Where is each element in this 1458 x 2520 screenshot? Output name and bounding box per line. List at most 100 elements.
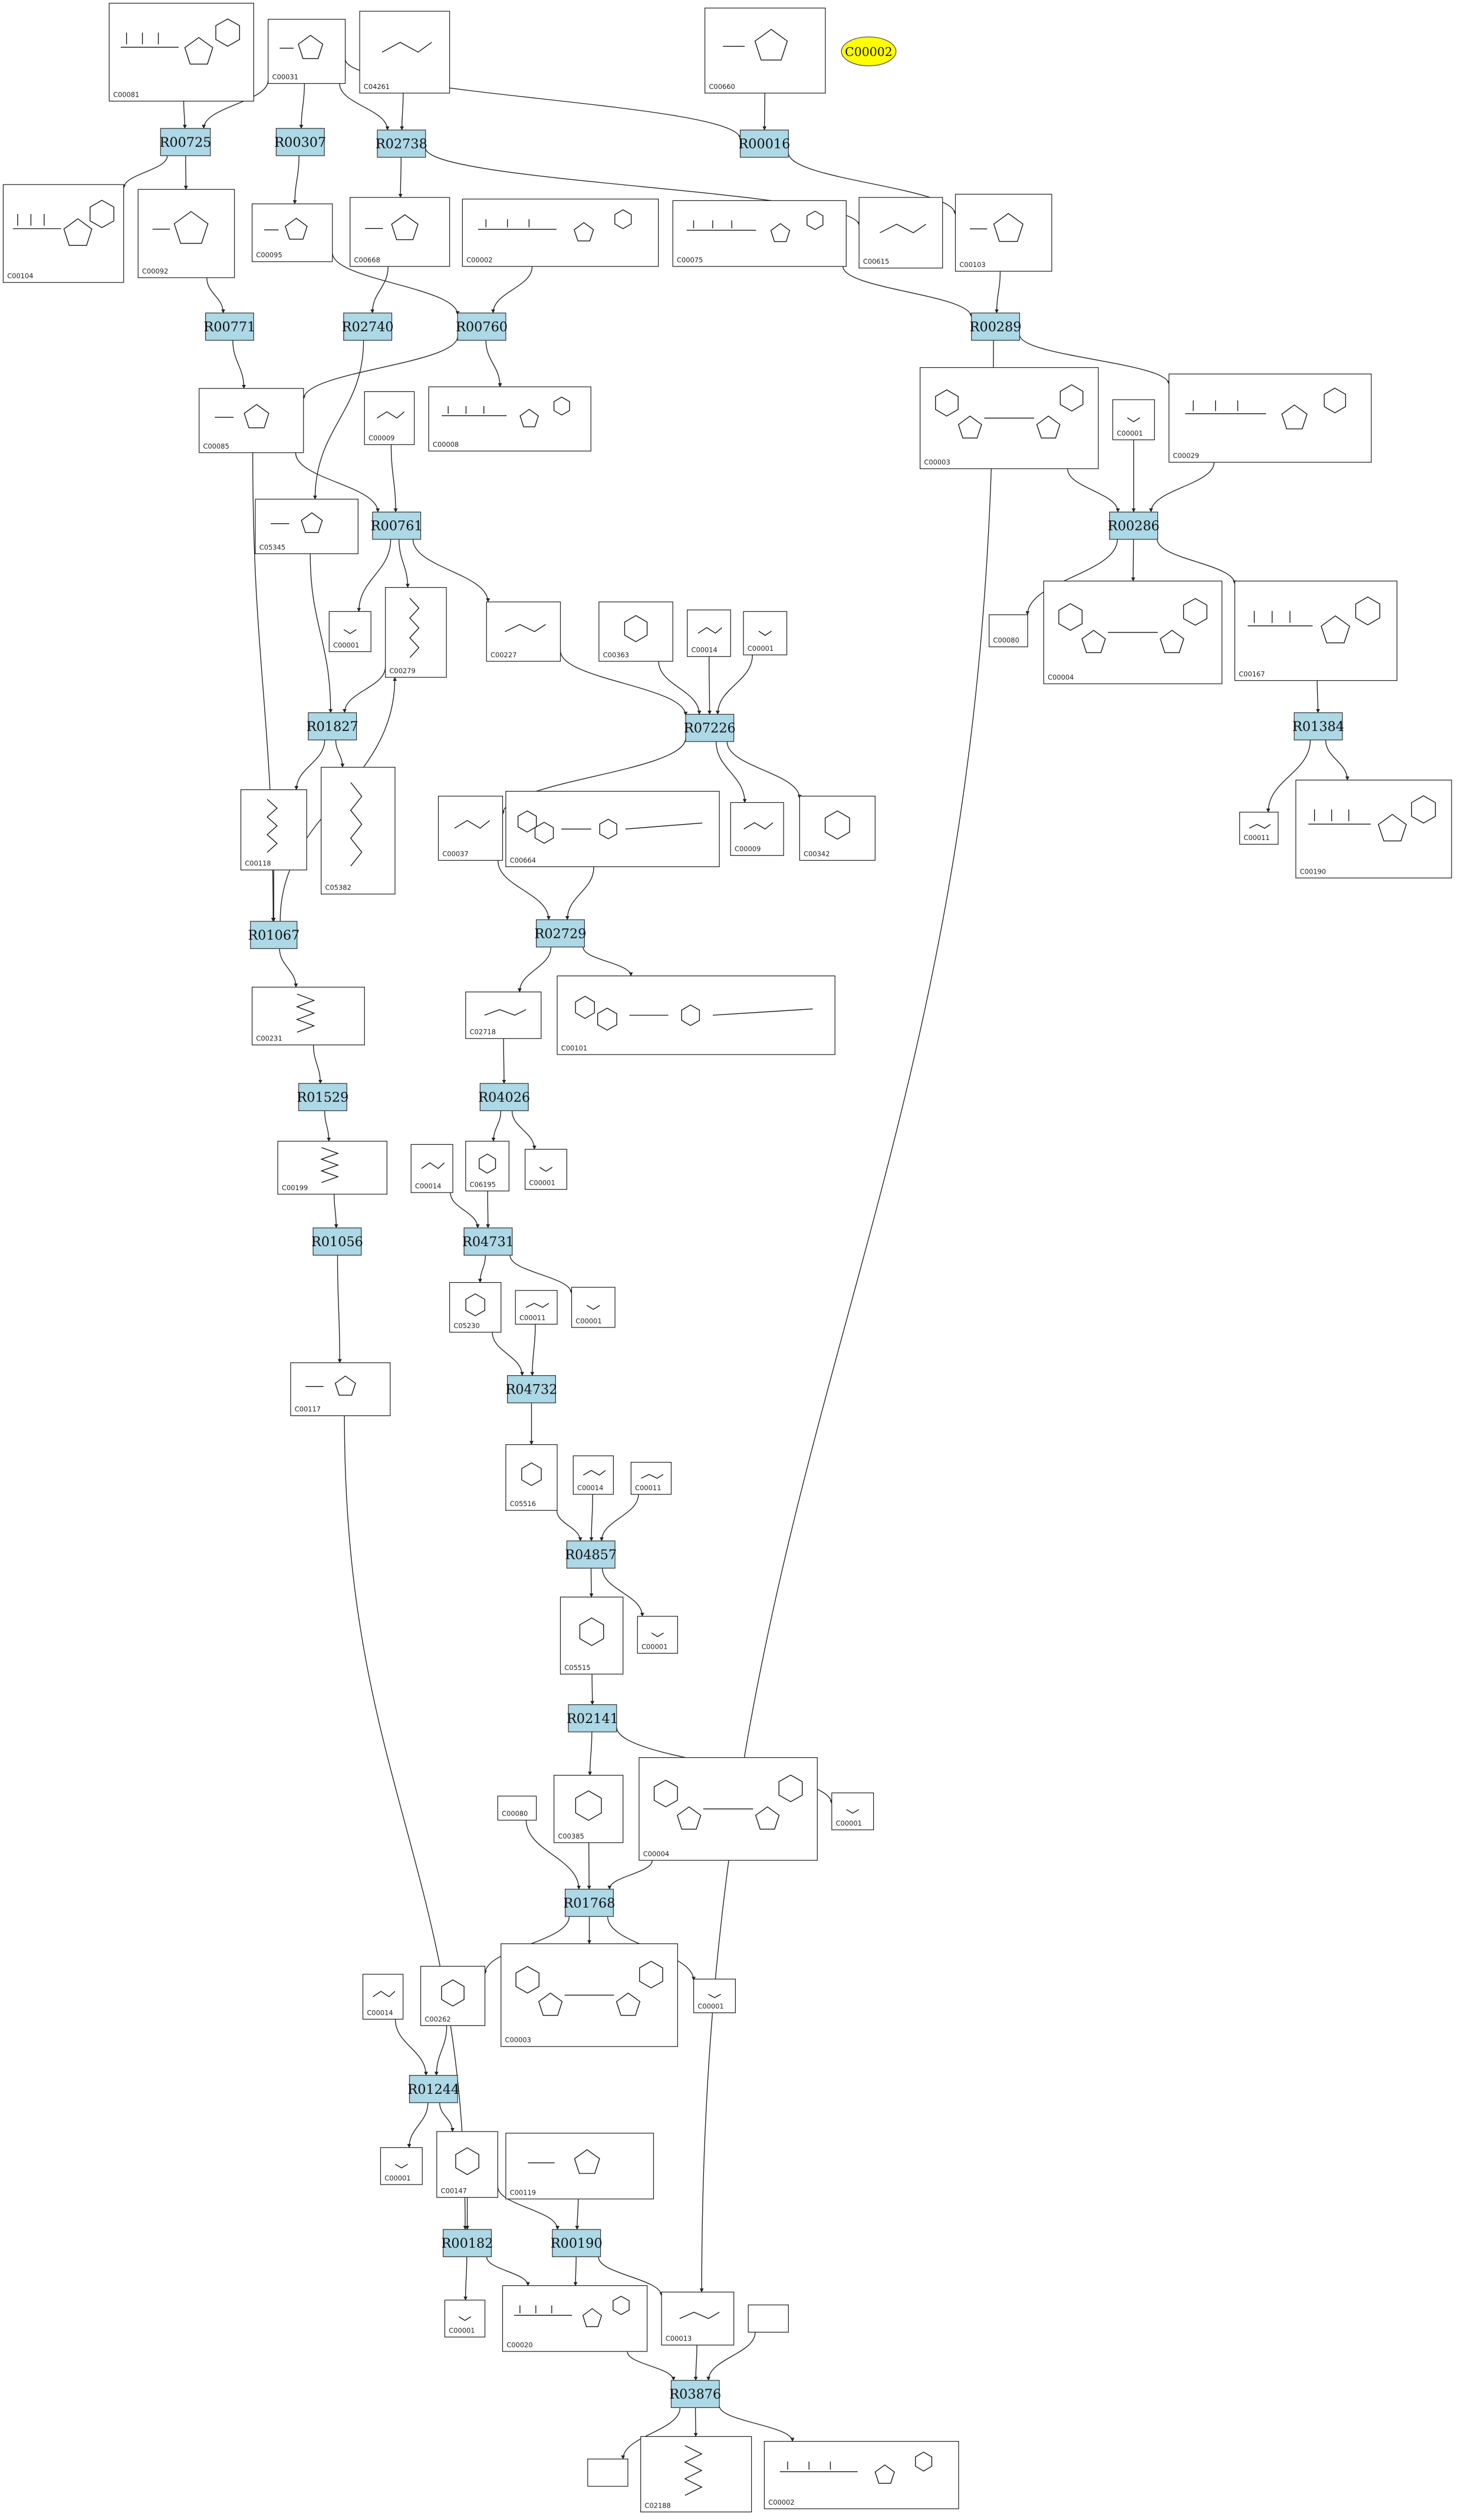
- reaction-node[interactable]: R00760: [456, 312, 508, 341]
- compound-box[interactable]: C00001: [328, 611, 371, 653]
- compound-box[interactable]: C00014: [410, 1144, 453, 1193]
- compound-box[interactable]: C00001: [380, 2147, 423, 2185]
- compound-box[interactable]: C00001: [524, 1149, 568, 1190]
- compound-box[interactable]: C00101: [557, 975, 835, 1055]
- compound-box[interactable]: C00660: [705, 8, 826, 94]
- compound-box[interactable]: C00080: [989, 614, 1028, 647]
- compound-box[interactable]: C05345: [255, 499, 358, 555]
- compound-box[interactable]: C00279: [385, 587, 447, 678]
- compound-box[interactable]: C00029: [1169, 373, 1372, 463]
- reaction-node[interactable]: R01056: [311, 1227, 363, 1256]
- reaction-node[interactable]: R00725: [160, 128, 212, 156]
- compound-box[interactable]: C06195: [465, 1141, 509, 1192]
- compound-box[interactable]: C00103: [955, 193, 1052, 272]
- reaction-node[interactable]: R00289: [970, 312, 1022, 341]
- compound-box[interactable]: C00037: [437, 795, 503, 861]
- compound-box[interactable]: C00004: [1043, 581, 1223, 684]
- compound-box[interactable]: C05516: [505, 1444, 558, 1511]
- compound-box[interactable]: [748, 2304, 789, 2333]
- reaction-node[interactable]: R00190: [551, 2229, 603, 2258]
- compound-box[interactable]: C00342: [799, 795, 876, 861]
- compound-box[interactable]: C00001: [743, 611, 788, 655]
- compound-box[interactable]: C00075: [672, 200, 847, 267]
- reaction-node[interactable]: R01768: [564, 1889, 616, 1917]
- compound-box[interactable]: C00118: [240, 789, 307, 871]
- compound-box[interactable]: C00104: [2, 184, 124, 283]
- compound-box[interactable]: C00001: [693, 1978, 736, 2014]
- reaction-node[interactable]: R03876: [669, 2380, 721, 2409]
- compound-box[interactable]: C00167: [1234, 581, 1398, 681]
- compound-box[interactable]: C00001: [831, 1792, 874, 1830]
- compound-box[interactable]: C00262: [420, 1965, 486, 2026]
- compound-box[interactable]: C05230: [449, 1282, 502, 1333]
- compound-box[interactable]: C00081: [108, 2, 254, 102]
- compound-box[interactable]: C00009: [364, 391, 415, 445]
- compound-box[interactable]: C00008: [428, 386, 591, 452]
- reaction-node[interactable]: R02141: [567, 1704, 618, 1732]
- reaction-node[interactable]: R02729: [535, 919, 587, 948]
- compound-box[interactable]: C00385: [554, 1774, 624, 1843]
- compound-box[interactable]: C00119: [505, 2133, 654, 2200]
- compound-box[interactable]: C00031: [268, 19, 346, 84]
- compound-box[interactable]: C05515: [559, 1596, 624, 1675]
- compound-box[interactable]: C00001: [637, 1616, 678, 1654]
- reaction-node[interactable]: R00307: [274, 128, 326, 156]
- compound-box[interactable]: C00095: [251, 203, 333, 262]
- compound-id-label: C00092: [142, 267, 168, 275]
- compound-box[interactable]: C00080: [497, 1796, 537, 1821]
- reaction-node[interactable]: R01529: [297, 1083, 349, 1111]
- compound-box[interactable]: C00011: [515, 1290, 558, 1325]
- reaction-node[interactable]: R02738: [376, 129, 427, 158]
- compound-box[interactable]: C00117: [290, 1362, 391, 1417]
- reaction-node[interactable]: R07226: [684, 714, 736, 742]
- compound-box[interactable]: C00004: [639, 1757, 818, 1861]
- reaction-node[interactable]: R04857: [565, 1540, 617, 1569]
- compound-box[interactable]: C00668: [350, 197, 450, 267]
- reaction-node[interactable]: R00286: [1108, 512, 1160, 540]
- compound-box[interactable]: C04261: [359, 11, 450, 94]
- compound-box[interactable]: C00020: [502, 2285, 648, 2352]
- reaction-node[interactable]: R00761: [371, 512, 423, 540]
- compound-box[interactable]: C00003: [501, 1943, 678, 2047]
- compound-box[interactable]: C00199: [277, 1141, 387, 1195]
- compound-box[interactable]: C00363: [598, 601, 673, 662]
- reaction-node[interactable]: R04731: [462, 1227, 514, 1256]
- compound-box[interactable]: C00013: [661, 2291, 735, 2346]
- compound-box[interactable]: C00002: [763, 2440, 959, 2509]
- compound-box[interactable]: C00092: [137, 189, 235, 278]
- compound-box[interactable]: C00227: [486, 601, 561, 662]
- compound-box[interactable]: C00014: [362, 1974, 404, 2020]
- reaction-node[interactable]: R01067: [248, 921, 300, 949]
- compound-box[interactable]: C00003: [919, 367, 1099, 469]
- reaction-node[interactable]: R01244: [407, 2075, 459, 2103]
- reaction-node[interactable]: R00182: [442, 2229, 493, 2258]
- compound-box[interactable]: C00002: [462, 199, 659, 267]
- highlight-ellipse[interactable]: C00002: [841, 36, 897, 67]
- compound-box[interactable]: C00014: [572, 1455, 614, 1495]
- molecule-structure: [579, 1617, 604, 1646]
- reaction-node[interactable]: R02740: [342, 312, 394, 341]
- compound-box[interactable]: C00190: [1295, 779, 1452, 879]
- compound-box[interactable]: C02188: [640, 2436, 752, 2512]
- compound-box[interactable]: C02718: [465, 991, 542, 1039]
- compound-box[interactable]: C00147: [436, 2131, 498, 2198]
- compound-box[interactable]: C00001: [571, 1287, 616, 1328]
- compound-box[interactable]: C05382: [321, 766, 396, 895]
- compound-box[interactable]: C00009: [730, 802, 784, 856]
- compound-box[interactable]: C00615: [858, 197, 943, 269]
- reaction-node[interactable]: R00771: [204, 312, 256, 341]
- compound-box[interactable]: C00231: [251, 986, 365, 1046]
- compound-box[interactable]: [587, 2458, 628, 2487]
- compound-box[interactable]: C00011: [630, 1461, 672, 1495]
- reaction-node[interactable]: R01827: [307, 712, 358, 740]
- compound-box[interactable]: C00014: [687, 610, 731, 657]
- compound-box[interactable]: C00664: [505, 790, 720, 867]
- compound-box[interactable]: C00001: [1112, 399, 1155, 440]
- reaction-node[interactable]: R01384: [1292, 712, 1344, 740]
- reaction-node[interactable]: R00016: [738, 129, 790, 158]
- reaction-node[interactable]: R04026: [478, 1083, 530, 1111]
- compound-box[interactable]: C00001: [444, 2300, 486, 2338]
- reaction-node[interactable]: R04732: [506, 1375, 558, 1404]
- compound-box[interactable]: C00085: [199, 388, 304, 453]
- compound-box[interactable]: C00011: [1239, 812, 1279, 845]
